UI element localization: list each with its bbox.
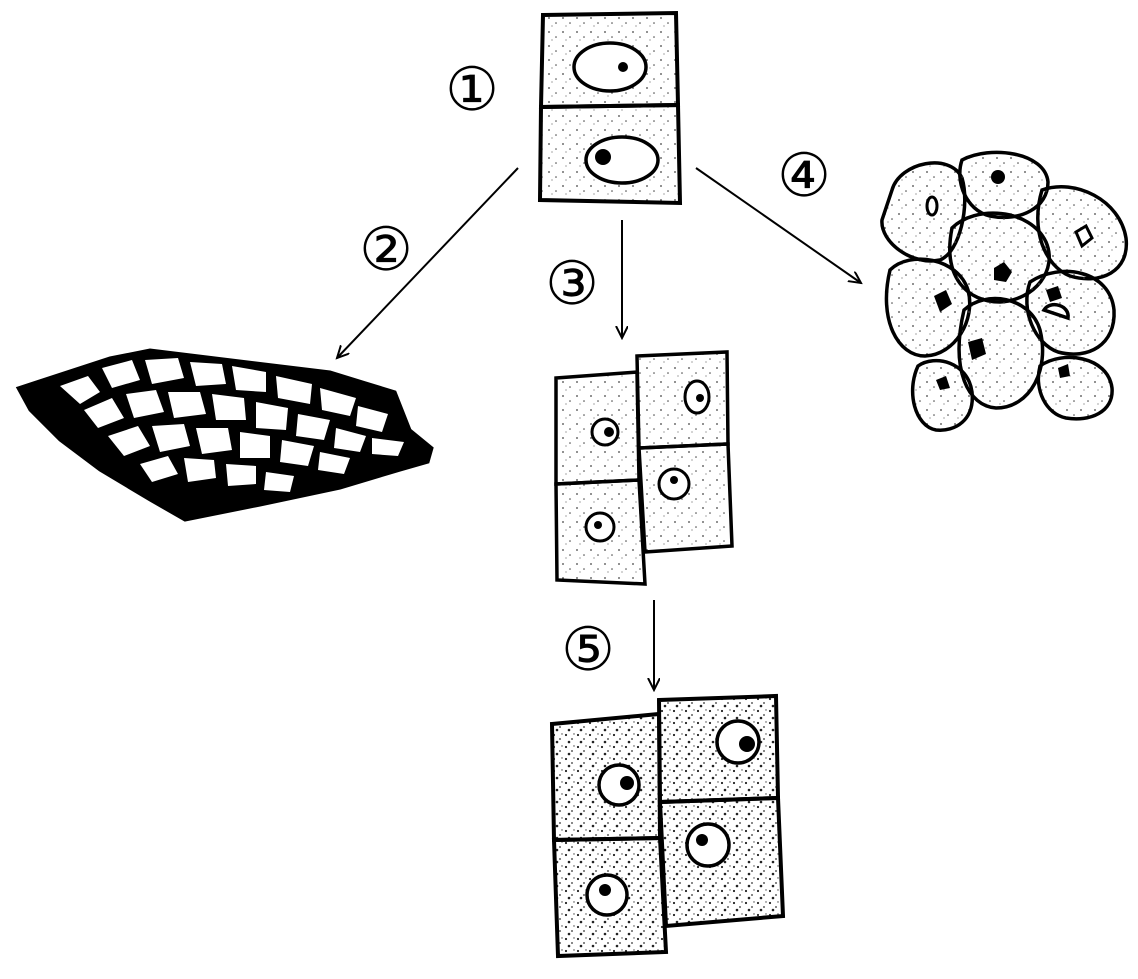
- cell: [639, 444, 732, 552]
- nucleolus: [670, 476, 678, 484]
- nucleolus: [620, 776, 634, 790]
- step-1-label: ①: [440, 58, 504, 122]
- cell: [637, 352, 728, 448]
- step-4-label: ④: [772, 144, 836, 208]
- nucleolus: [696, 394, 704, 402]
- grown-cells: [552, 696, 783, 956]
- nucleolus: [604, 427, 614, 437]
- nucleus: [574, 43, 646, 91]
- step-3-label: ③: [540, 252, 604, 316]
- nucleus: [687, 824, 729, 866]
- nucleus: [991, 170, 1005, 184]
- nucleolus: [595, 149, 611, 165]
- nucleolus: [696, 834, 708, 846]
- cell: [913, 361, 973, 431]
- cell: [886, 259, 969, 356]
- divided-cells: [556, 352, 732, 584]
- step-2-label: ②: [354, 218, 418, 282]
- cell: [1038, 357, 1112, 418]
- step-5-label: ⑤: [556, 618, 620, 682]
- cell: [960, 152, 1048, 217]
- cork-tissue-sheet: [18, 350, 432, 520]
- nucleus: [927, 197, 937, 215]
- nucleolus: [594, 521, 602, 529]
- cancer-cell-cluster: [882, 152, 1126, 430]
- nucleolus: [618, 62, 628, 72]
- nucleolus: [599, 884, 611, 896]
- nucleolus: [739, 736, 755, 752]
- parent-cells: [540, 13, 680, 203]
